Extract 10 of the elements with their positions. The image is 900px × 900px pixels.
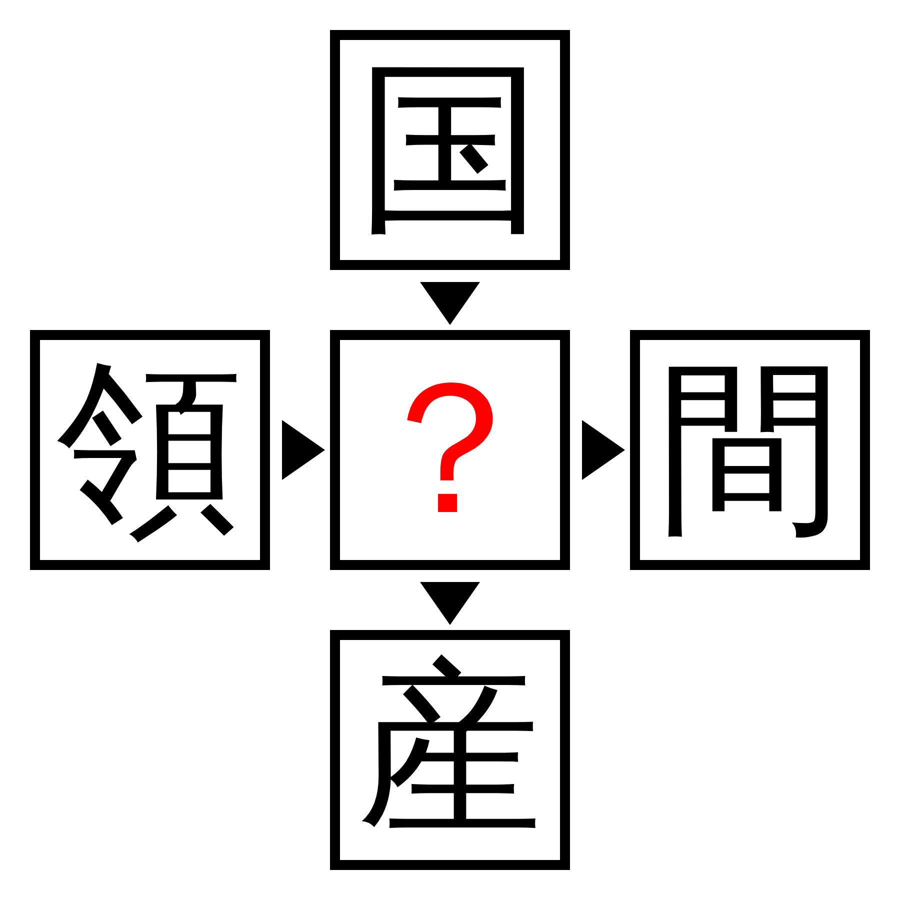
kanji-character: 領 bbox=[57, 357, 243, 543]
kanji-box bbox=[330, 630, 570, 870]
kanji-character: 産 bbox=[357, 657, 543, 843]
kanji-box bbox=[330, 330, 570, 570]
kanji-box bbox=[30, 330, 270, 570]
kanji-character: 間 bbox=[657, 357, 843, 543]
kanji-box bbox=[330, 30, 570, 270]
question-mark: ？ bbox=[357, 357, 543, 543]
kanji-box bbox=[630, 330, 870, 570]
kanji-character: 国 bbox=[357, 57, 543, 243]
